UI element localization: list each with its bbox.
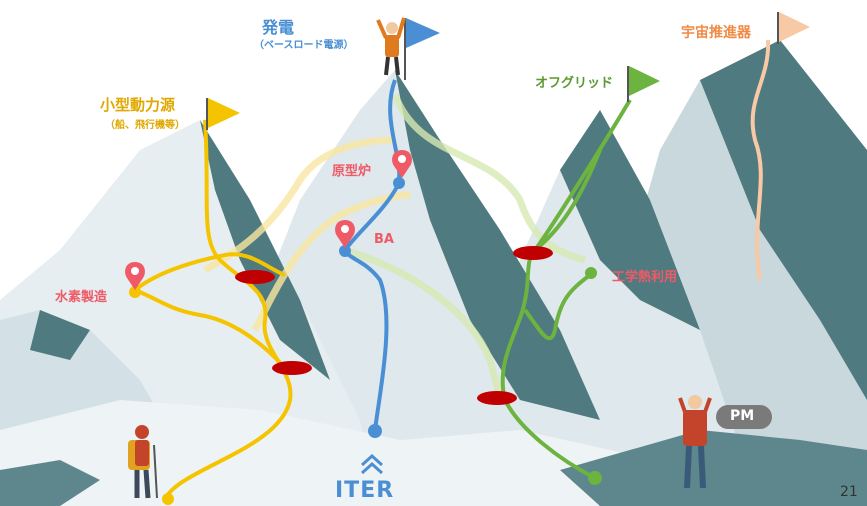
red-marker-1: [235, 270, 275, 284]
faded-path-green-2: [343, 246, 504, 401]
page-number: 21: [840, 484, 858, 500]
waypoint-industrial-heat-label: 工学熱利用: [612, 270, 678, 285]
pin-icon-prototype: [392, 150, 412, 178]
pin-icon-ba: [335, 220, 355, 248]
red-marker-2: [272, 361, 312, 375]
foreground-shadow-left: [0, 460, 100, 506]
flag-icon-blue: [404, 18, 440, 80]
flag-icon-orange: [777, 12, 810, 44]
goal-space-title: 宇宙推進器: [681, 25, 751, 41]
red-marker-3: [513, 246, 553, 260]
node-iter-start: [368, 424, 382, 438]
mountain-far-left-shadow: [30, 310, 90, 360]
pm-badge-label: PM: [730, 408, 755, 424]
node-yellow-start: [162, 493, 174, 505]
pin-icon-hydrogen: [125, 262, 145, 290]
node-industrial-heat: [585, 267, 597, 279]
goal-small-power-title: 小型動力源: [100, 96, 176, 114]
faded-path-yellow-2: [251, 191, 411, 332]
pm-badge-bg: [716, 405, 772, 429]
flag-icon-green: [627, 66, 660, 102]
route-orange: [750, 39, 771, 281]
node-hydrogen: [129, 286, 141, 298]
red-marker-4: [477, 391, 517, 405]
goal-small-power-subtitle: （船、飛行機等）: [105, 120, 185, 131]
route-green: [500, 98, 632, 480]
foreground-shadow: [560, 430, 867, 506]
goal-power-title: 発電: [262, 18, 295, 37]
goal-offgrid-title: オフグリッド: [535, 76, 614, 91]
waypoint-hydrogen-label: 水素製造: [55, 290, 108, 305]
pm-figure-icon: [678, 395, 712, 489]
route-green-heat: [523, 273, 592, 341]
route-yellow-hydrogen: [134, 288, 287, 370]
flag-icon-yellow: [206, 98, 240, 130]
mountain-center-shadow: [395, 70, 600, 420]
node-prototype: [393, 177, 405, 189]
waypoint-ba-label: BA: [374, 232, 394, 247]
waypoint-prototype-label: 原型炉: [332, 164, 372, 179]
goal-power-subtitle: （ベースロード電源）: [254, 40, 354, 51]
climber-summit-icon: [376, 17, 406, 76]
route-yellow: [163, 119, 293, 501]
node-green-start: [588, 471, 602, 485]
mountain-left-shadow: [200, 120, 330, 380]
faded-path-yellow-1: [203, 136, 396, 274]
route-yellow-branch: [133, 252, 286, 292]
hiker-icon: [128, 425, 158, 499]
route-green-branch: [533, 149, 602, 252]
faded-path-green-1: [391, 93, 586, 264]
iter-label: ITER: [335, 478, 395, 503]
chevron-up-icon: [360, 453, 384, 475]
node-ba: [339, 245, 351, 257]
